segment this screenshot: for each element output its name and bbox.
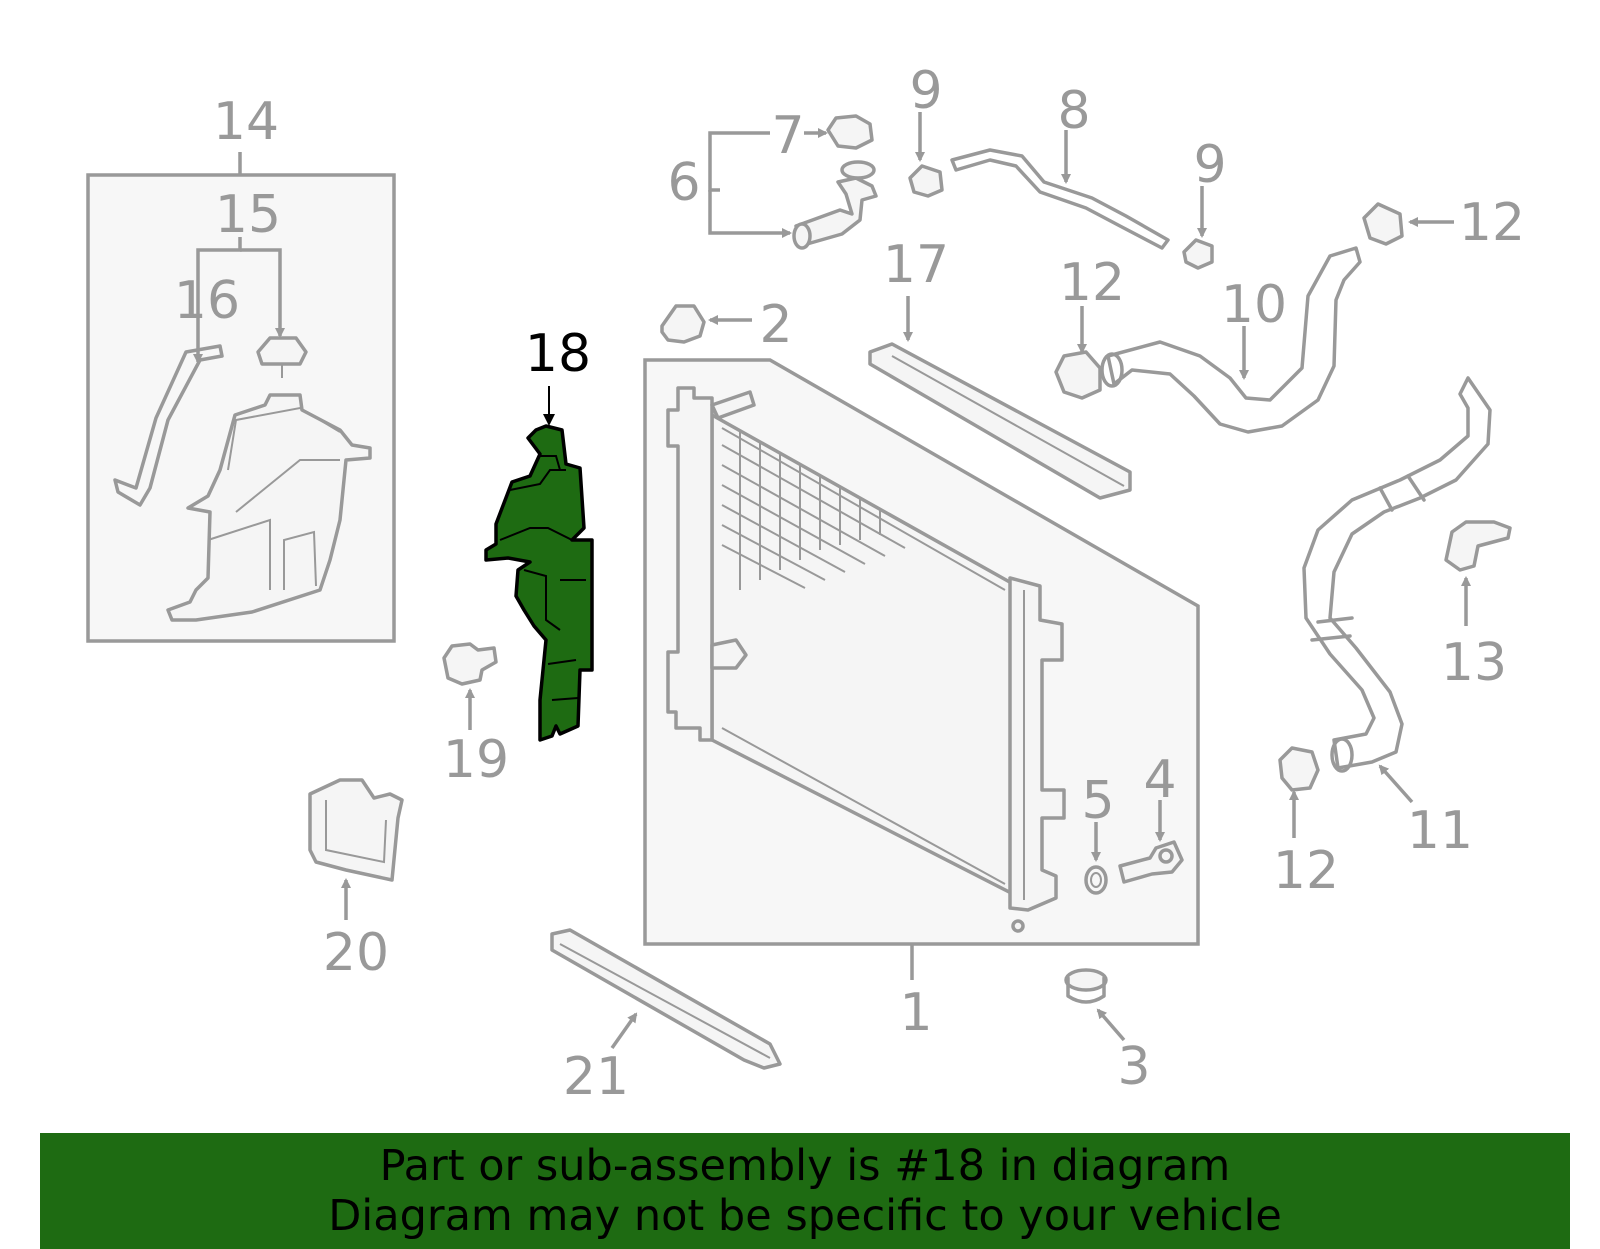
callout-10: 10 [1221,275,1287,335]
reservoir-cap [256,336,308,366]
o-ring-5 [1084,865,1108,895]
air-guide-18-details [499,455,586,701]
callout-15: 15 [215,185,281,245]
sensor-4 [1118,840,1184,884]
banner-line-2: Diagram may not be specific to your vehi… [328,1191,1282,1241]
callout-4: 4 [1143,750,1176,810]
banner-line-1: Part or sub-assembly is #18 in diagram [379,1141,1231,1191]
callout-8: 8 [1057,81,1090,141]
hose-10 [1106,246,1362,434]
callout-9b: 9 [1193,135,1226,195]
reservoir-group [86,152,396,643]
callout-14: 14 [213,92,279,152]
callout-12b: 12 [1059,253,1125,313]
callout-16: 16 [174,271,240,331]
callout-9a: 9 [909,61,942,121]
air-guide-18[interactable] [484,424,594,742]
radiator-left-tank [666,386,714,742]
callout-11: 11 [1407,801,1473,861]
callout-1: 1 [899,983,932,1043]
callout-5: 5 [1081,771,1114,831]
reservoir-tank [166,393,372,622]
callout-13: 13 [1441,633,1507,693]
callout-2: 2 [759,295,792,355]
callout-20: 20 [323,923,389,983]
cap-2 [660,304,706,344]
callout-17: 17 [883,235,949,295]
callout-6: 6 [667,153,700,213]
bracket-13 [1444,520,1512,572]
callout-19: 19 [443,730,509,790]
clamp-12a [1362,202,1404,246]
callout-18[interactable]: 18 [525,324,591,384]
callout-3: 3 [1117,1037,1150,1097]
clamp-9a [908,164,944,198]
radiator-assembly [643,358,1200,980]
support-17 [868,342,1132,500]
callout-12a: 12 [1459,193,1525,253]
clip-19 [442,642,498,686]
callout-21: 21 [563,1047,629,1107]
info-banner: Part or sub-assembly is #18 in diagram D… [40,1133,1570,1249]
clamp-12c [1278,746,1320,792]
filler-neck-6 [794,176,878,248]
callout-12c: 12 [1273,841,1339,901]
clamp-9b [1182,238,1214,270]
overflow-hose [113,344,224,507]
radiator-cap-7 [826,114,874,150]
bushing-3 [1064,968,1108,992]
hose-8 [950,148,1170,250]
callout-7: 7 [771,106,804,166]
duct-20 [308,778,404,882]
hose-11 [1302,376,1492,770]
clamp-12b [1054,350,1102,400]
